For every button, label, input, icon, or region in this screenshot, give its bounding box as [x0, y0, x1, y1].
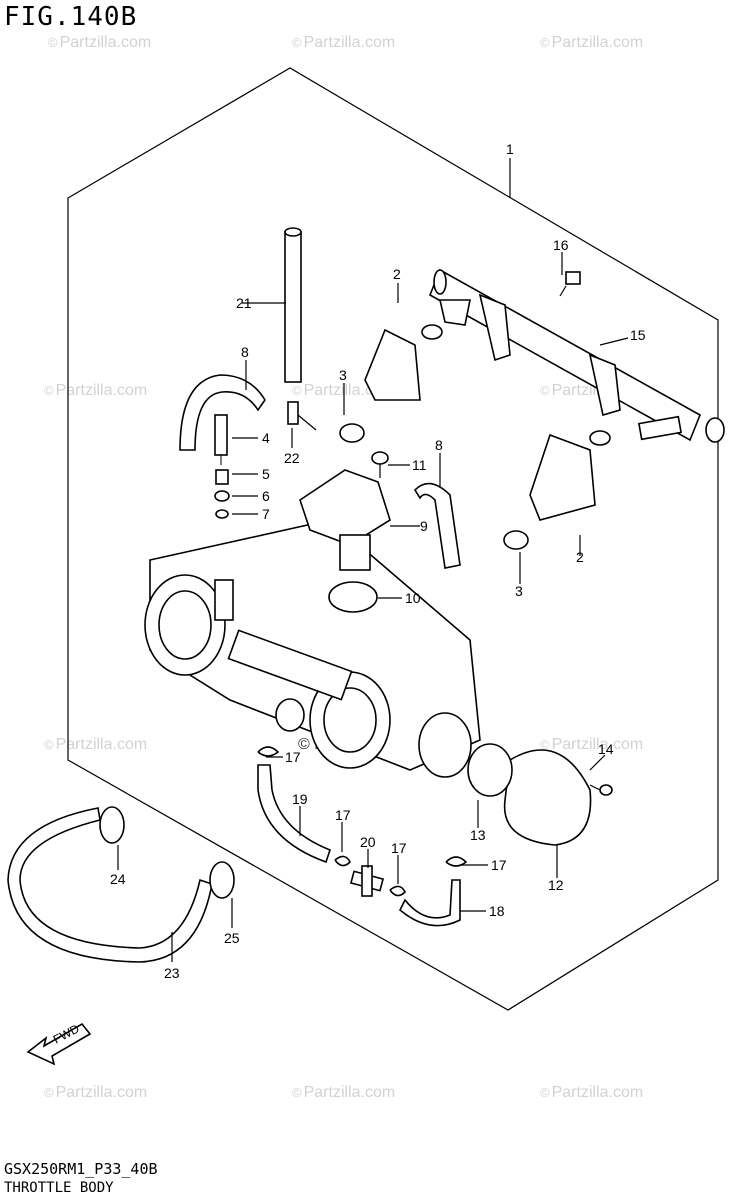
hose-23	[7, 807, 213, 963]
figure-caption: THROTTLE BODY	[4, 1180, 114, 1196]
callout-22: 22	[284, 450, 300, 466]
callout-8-left: 8	[241, 344, 249, 360]
watermark: ©Partzilla.com	[540, 34, 644, 51]
callout-9: 9	[420, 518, 428, 534]
callout-1: 1	[506, 141, 514, 157]
watermark: ©Partzilla.com	[44, 382, 148, 399]
clamp-17-d	[445, 856, 468, 867]
callout-7: 7	[262, 506, 270, 522]
callout-20: 20	[360, 834, 376, 850]
callout-2-lower: 2	[576, 549, 584, 565]
watermark: ©Partzilla.com	[540, 1084, 644, 1101]
screw-11	[371, 451, 389, 478]
watermark: ©Partzilla.com	[292, 34, 396, 51]
callout-10: 10	[405, 590, 421, 606]
clamp-17-b	[334, 855, 351, 867]
callout-12: 12	[548, 877, 564, 893]
injector-upper	[364, 324, 443, 401]
joint-22	[287, 401, 317, 431]
clamp-25	[209, 861, 235, 899]
callout-6: 6	[262, 488, 270, 504]
callout-17-d: 17	[491, 857, 507, 873]
hose-8-left	[179, 374, 266, 451]
hose-21	[284, 227, 302, 383]
hose-18	[399, 879, 461, 927]
watermark: ©Partzilla.com	[44, 1084, 148, 1101]
washer-6	[214, 490, 230, 502]
assembly-outline	[67, 67, 719, 1011]
map-sensor-9	[299, 469, 391, 571]
watermark: ©Partzilla.com	[44, 736, 148, 753]
callout-24: 24	[110, 871, 126, 887]
clamp-17-c	[389, 885, 406, 897]
callout-18: 18	[489, 903, 505, 919]
watermark: ©Partzilla.com	[48, 34, 152, 51]
callout-15: 15	[630, 327, 646, 343]
o-ring-10	[328, 581, 378, 613]
watermark: ©Partzilla.com	[292, 1084, 396, 1101]
callout-11: 11	[412, 457, 427, 473]
callout-14: 14	[598, 741, 614, 757]
callout-3-lower: 3	[515, 583, 523, 599]
injector-lower	[529, 430, 611, 521]
clamp-17-a	[257, 746, 280, 757]
adjuster-screw-4	[214, 414, 228, 465]
callout-21: 21	[236, 295, 252, 311]
callout-2-upper: 2	[393, 266, 401, 282]
screw-14	[589, 784, 613, 796]
callout-17-a: 17	[285, 749, 301, 765]
hose-19	[257, 764, 331, 864]
seal-3-upper	[339, 423, 365, 443]
bolt-16	[559, 271, 581, 297]
callout-4: 4	[262, 430, 270, 446]
spring-5	[215, 469, 229, 485]
figure-code: GSX250RM1_P33_40B	[4, 1160, 158, 1178]
callout-13: 13	[470, 827, 486, 843]
hose-8-right	[413, 482, 461, 569]
figure-title: FIG.140B	[4, 2, 138, 32]
callout-25: 25	[224, 930, 240, 946]
throttle-sensor-12	[418, 712, 592, 846]
callout-3-upper: 3	[339, 367, 347, 383]
callout-19: 19	[292, 791, 308, 807]
watermark: ©Partzilla.com	[540, 736, 644, 753]
joint-20	[349, 865, 385, 897]
callout-17-c: 17	[391, 840, 407, 856]
callout-23: 23	[164, 965, 180, 981]
clamp-24	[99, 806, 125, 844]
callout-5: 5	[262, 466, 270, 482]
callout-16: 16	[553, 237, 569, 253]
fwd-arrow-icon: FWD	[26, 1021, 92, 1066]
o-ring-7	[215, 509, 229, 519]
throttle-body	[144, 519, 481, 771]
callout-17-b: 17	[335, 807, 351, 823]
seal-3-lower	[503, 530, 529, 550]
callout-8-right: 8	[435, 437, 443, 453]
fuel-rail-15	[428, 268, 725, 443]
